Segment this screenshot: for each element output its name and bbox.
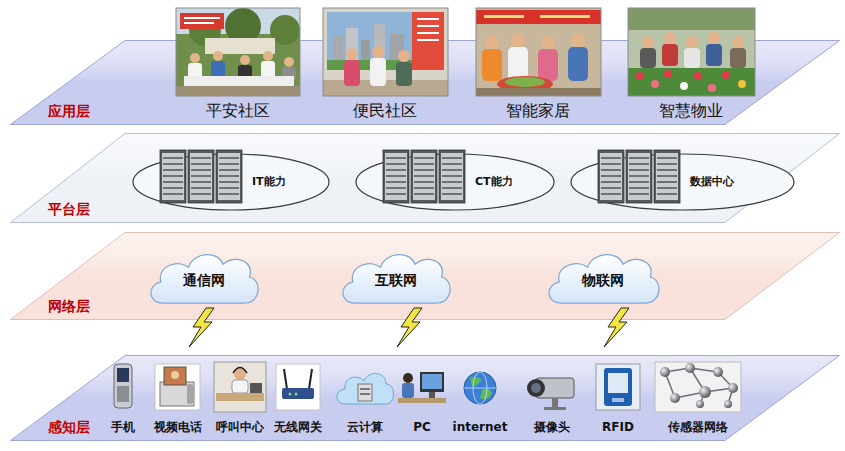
photo-caption: 平安社区 <box>206 101 270 121</box>
ellipse-outline <box>355 153 555 211</box>
capability-label: IT能力 <box>252 175 286 189</box>
photo-caption-holder: 智能家居 <box>458 101 618 121</box>
layer-name: 网络层 <box>48 298 90 315</box>
device-label-holder: 传感器网络 <box>618 416 778 435</box>
photo-caption-holder: 智慧物业 <box>611 101 771 121</box>
network-cloud: 通信网 <box>146 248 261 306</box>
photo-caption: 智能家居 <box>506 101 570 121</box>
ellipse-outline <box>570 153 795 211</box>
capability-ellipse: CT能力 <box>355 153 555 211</box>
layer-name: 感知层 <box>48 419 90 436</box>
device-label: RFID <box>602 420 634 435</box>
layer-band: 网络层 通信网 互联网 物联网 <box>10 232 840 320</box>
device-label: 手机 <box>111 420 135 435</box>
capability-ellipse: IT能力 <box>132 153 330 211</box>
layer-name: 应用层 <box>48 103 90 120</box>
photo-caption-holder: 便民社区 <box>305 101 465 121</box>
device-label: internet <box>453 420 508 435</box>
device-label: 云计算 <box>347 420 383 435</box>
band-outline <box>10 232 840 320</box>
photo-caption: 便民社区 <box>353 101 417 121</box>
device-label: 无线网关 <box>274 420 322 435</box>
device-label: PC <box>413 420 431 435</box>
layer-band: 平台层 IT能力 CT能力 数据中心 <box>10 133 840 223</box>
ellipse-outline <box>132 153 330 211</box>
network-cloud: 互联网 <box>338 248 453 306</box>
layer-name: 平台层 <box>48 201 90 218</box>
network-label: 通信网 <box>183 272 225 289</box>
capability-ellipse: 数据中心 <box>570 153 795 211</box>
photo-caption-holder: 平安社区 <box>158 101 318 121</box>
device-label: 传感器网络 <box>668 420 728 435</box>
capability-label: 数据中心 <box>690 175 734 189</box>
device-label: 呼叫中心 <box>216 420 264 435</box>
device-label: 视频电话 <box>154 420 202 435</box>
capability-label: CT能力 <box>475 175 513 189</box>
network-label: 互联网 <box>375 272 417 289</box>
network-label: 物联网 <box>582 272 624 289</box>
network-cloud: 物联网 <box>544 248 662 306</box>
photo-caption: 智慧物业 <box>659 101 723 121</box>
device-label: 摄像头 <box>534 420 570 435</box>
